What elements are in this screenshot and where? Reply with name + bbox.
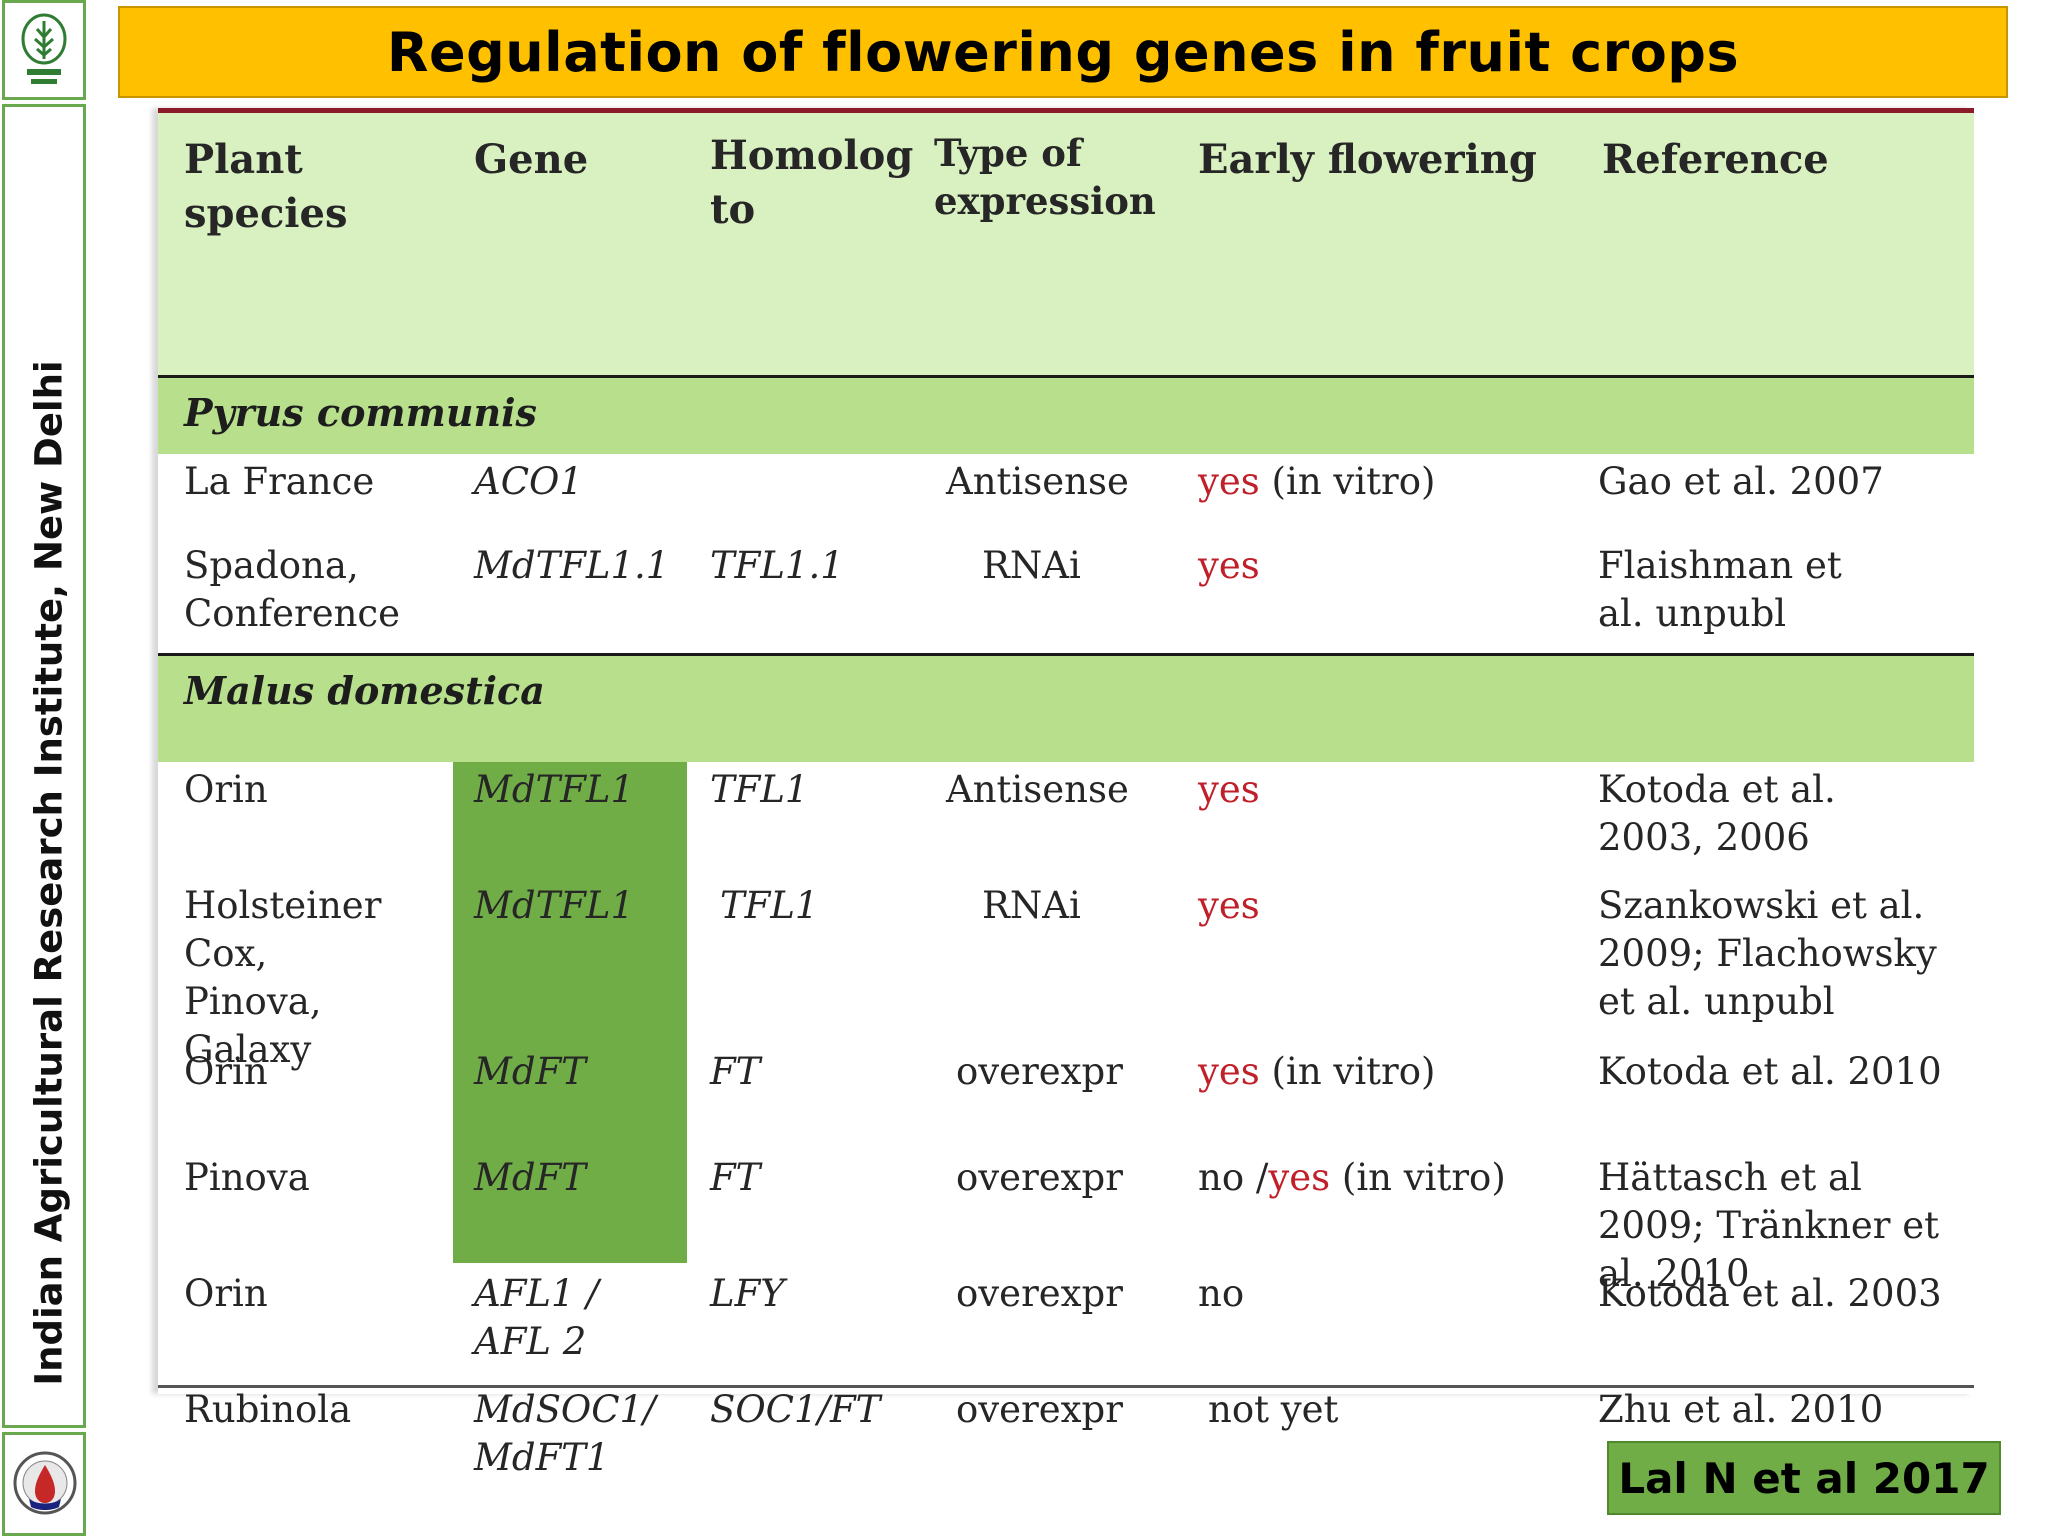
- cell-homolog: TFL1.1: [710, 544, 844, 587]
- header-reference: Reference: [1602, 136, 1829, 183]
- cell-type: Antisense: [946, 768, 1129, 811]
- section-pyrus-communis: Pyrus communis: [158, 378, 1974, 454]
- icar-logo: [2, 0, 86, 100]
- cell-reference: Szankowski et al. 2009; Flachowsky et al…: [1598, 884, 1937, 1023]
- cell-plant: Orin: [184, 768, 268, 811]
- cell-early-flowering: no /yes (in vitro): [1198, 1154, 1506, 1202]
- slide-title: Regulation of flowering genes in fruit c…: [386, 20, 1740, 84]
- header-top-rule: [158, 108, 1974, 113]
- cell-type: RNAi: [982, 884, 1081, 927]
- cell-homolog: SOC1/FT: [710, 1388, 881, 1431]
- cell-plant: Pinova: [184, 1156, 310, 1199]
- cell-gene: MdFT: [474, 1156, 586, 1199]
- cell-plant: Orin: [184, 1050, 268, 1093]
- early-note: (in vitro): [1259, 460, 1436, 503]
- cell-homolog: FT: [710, 1156, 761, 1199]
- cell-early-flowering: yes: [1198, 882, 1260, 930]
- cell-gene: AFL1 / AFL 2: [474, 1272, 599, 1363]
- cell-plant: Holsteiner Cox, Pinova, Galaxy: [184, 884, 382, 1071]
- cell-early-flowering: yes: [1198, 766, 1260, 814]
- cell-gene: ACO1: [474, 460, 583, 503]
- cell-reference: Zhu et al. 2010: [1598, 1388, 1884, 1431]
- cell-type: overexpr: [956, 1050, 1123, 1093]
- cell-homolog: TFL1: [710, 768, 809, 811]
- early-note: (in vitro): [1330, 1156, 1506, 1199]
- early-yes: yes: [1268, 1156, 1331, 1199]
- iari-emblem-icon: [13, 1451, 77, 1515]
- cell-early-flowering: yes: [1198, 542, 1260, 590]
- cell-plant: Spadona, Conference: [184, 544, 401, 635]
- cell-type: overexpr: [956, 1156, 1123, 1199]
- cell-reference: Kotoda et al. 2010: [1598, 1050, 1942, 1093]
- cell-plant: Orin: [184, 1272, 268, 1315]
- cell-early-flowering: not yet: [1208, 1388, 1339, 1431]
- cell-homolog: TFL1: [720, 884, 819, 927]
- cell-gene: MdTFL1: [474, 768, 635, 811]
- institute-name: Indian Agricultural Research Institute, …: [27, 360, 71, 1386]
- cell-homolog: LFY: [710, 1272, 785, 1315]
- cell-reference: Gao et al. 2007: [1598, 460, 1884, 503]
- wheat-emblem-icon: [21, 13, 67, 84]
- early-note: (in vitro): [1259, 1050, 1436, 1093]
- cell-plant: La France: [184, 460, 375, 503]
- cell-type: Antisense: [946, 460, 1129, 503]
- iari-logo: [2, 1432, 86, 1536]
- title-bar: Regulation of flowering genes in fruit c…: [118, 6, 2008, 98]
- section-label: Malus domestica: [184, 668, 545, 713]
- flowering-genes-table: Plant species Gene Homolog to Type of ex…: [158, 108, 1974, 1479]
- sidebar-band: Indian Agricultural Research Institute, …: [2, 104, 86, 1428]
- cell-gene: MdSOC1/ MdFT1: [474, 1388, 656, 1479]
- header-gene: Gene: [474, 136, 589, 183]
- early-yes: yes: [1198, 768, 1260, 811]
- sidebar: Indian Agricultural Research Institute, …: [0, 0, 89, 1536]
- early-yes: yes: [1198, 460, 1260, 503]
- early-yes: yes: [1198, 884, 1260, 927]
- cell-reference: Hättasch et al 2009; Tränkner et al. 201…: [1598, 1156, 1940, 1295]
- cell-reference: Kotoda et al. 2003, 2006: [1598, 768, 1836, 859]
- early-no: no /: [1198, 1156, 1269, 1199]
- section-label: Pyrus communis: [184, 390, 537, 435]
- cell-early-flowering: yes (in vitro): [1198, 1048, 1435, 1096]
- cell-plant: Rubinola: [184, 1388, 352, 1431]
- early-yes: yes: [1198, 544, 1260, 587]
- gene-highlight-column: [453, 762, 687, 1263]
- cell-reference: Flaishman et al. unpubl: [1598, 544, 1842, 635]
- cell-gene: MdTFL1: [474, 884, 635, 927]
- citation-box: Lal N et al 2017: [1607, 1441, 2001, 1515]
- header-type-of-expression: Type of expression: [934, 131, 1156, 223]
- section-divider: [158, 653, 1974, 656]
- cell-reference: Kotoda et al. 2003: [1598, 1272, 1942, 1315]
- header-homolog: Homolog to: [710, 132, 914, 233]
- table-bottom-rule: [158, 1385, 1974, 1388]
- cell-gene: MdFT: [474, 1050, 586, 1093]
- section-malus-domestica: Malus domestica: [158, 656, 1974, 762]
- cell-early-flowering: yes (in vitro): [1198, 458, 1435, 506]
- cell-early-flowering: no: [1198, 1272, 1245, 1315]
- table-header: Plant species Gene Homolog to Type of ex…: [158, 113, 1974, 378]
- cell-type: overexpr: [956, 1272, 1123, 1315]
- citation-text: Lal N et al 2017: [1618, 1453, 1990, 1503]
- header-plant-species: Plant species: [184, 136, 348, 237]
- cell-type: overexpr: [956, 1388, 1123, 1431]
- header-early-flowering: Early flowering: [1198, 136, 1537, 183]
- early-yes: yes: [1198, 1050, 1260, 1093]
- cell-homolog: FT: [710, 1050, 761, 1093]
- cell-type: RNAi: [982, 544, 1081, 587]
- cell-gene: MdTFL1.1: [474, 544, 670, 587]
